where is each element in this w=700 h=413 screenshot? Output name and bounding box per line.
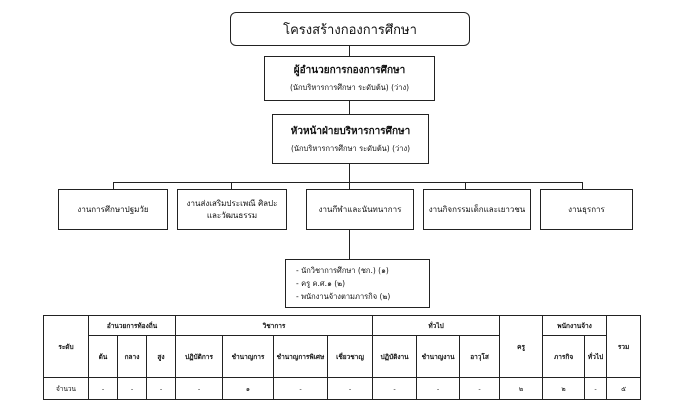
table-cell: -: [175, 377, 223, 400]
director-group-header: อำนวยการท้องถิ่น: [88, 315, 176, 336]
connector-line: [582, 182, 583, 189]
table-cell: -: [459, 377, 501, 400]
table-cell: -: [326, 377, 374, 400]
staff-box: - นักวิชาการศึกษา (ชก.) (๑) - ครู ค.ศ.๑ …: [285, 259, 430, 308]
staff-item: - ครู ค.ศ.๑ (๒): [296, 279, 346, 288]
column-header: ภารกิจ: [542, 335, 586, 378]
table-cell: -: [416, 377, 461, 400]
employee-group-header: พนักงานจ้าง: [542, 315, 608, 336]
staffing-table: ระดับ อำนวยการท้องถิ่น วิชาการ ทั่วไป คร…: [43, 315, 642, 400]
connector-line: [349, 164, 350, 182]
unit-label: งานกิจกรรมเด็กและเยาวชน: [428, 204, 526, 214]
column-header: สูง: [146, 335, 176, 378]
table-cell: -: [88, 377, 118, 400]
connector-line: [349, 46, 350, 56]
unit-box: งานธุรการ: [540, 189, 633, 230]
table-cell: ๕: [606, 377, 642, 400]
column-header: ปฏิบัติการ: [175, 335, 223, 378]
table-cell: -: [273, 377, 328, 400]
column-header: อาวุโส: [459, 335, 501, 378]
level-header: ระดับ: [43, 315, 89, 378]
table-cell: ๑: [222, 377, 274, 400]
column-header: ชำนาญการ: [222, 335, 274, 378]
unit-box: งานการศึกษาปฐมวัย: [58, 189, 168, 230]
table-cell: ๒: [499, 377, 544, 400]
connector-line: [349, 101, 350, 114]
unit-label: งานกีฬาและนันทนาการ: [318, 204, 402, 214]
table-cell: -: [117, 377, 147, 400]
row-label: จำนวน: [43, 377, 89, 400]
connector-line: [113, 182, 114, 189]
director-box: ผู้อำนวยการกองการศึกษา (นักบริหารการศึกษ…: [264, 56, 435, 101]
unit-label: งานการศึกษาปฐมวัย: [77, 204, 149, 214]
table-cell: -: [372, 377, 418, 400]
connector-line: [231, 182, 232, 189]
teacher-header: ครู: [499, 315, 544, 378]
table-cell: -: [146, 377, 176, 400]
unit-box: งานส่งเสริมประเพณี ศิลปะและวัฒนธรรม: [177, 189, 287, 230]
academic-group-header: วิชาการ: [174, 315, 374, 336]
director-title: ผู้อำนวยการกองการศึกษา: [293, 65, 406, 76]
connector-line: [465, 182, 466, 189]
column-header: เชี่ยวชาญ: [326, 335, 374, 378]
head-box: หัวหน้าฝ่ายบริหารการศึกษา (นักบริหารการศ…: [272, 114, 429, 164]
column-header: ชำนาญงาน: [416, 335, 461, 378]
column-header: กลาง: [117, 335, 147, 378]
staff-item: - นักวิชาการศึกษา (ชก.) (๑): [296, 266, 389, 275]
column-header: ต้น: [88, 335, 118, 378]
table-row: จำนวน - - - - ๑ - - - - - ๒ ๒ - ๕: [43, 377, 642, 400]
unit-box: งานกิจกรรมเด็กและเยาวชน: [423, 189, 531, 230]
column-header: ทั่วไป: [584, 335, 608, 378]
table-cell: -: [584, 377, 608, 400]
column-header: ชำนาญการพิเศษ: [273, 335, 328, 378]
table-cell: ๒: [542, 377, 586, 400]
connector-line: [113, 182, 582, 183]
unit-box: งานกีฬาและนันทนาการ: [306, 189, 414, 230]
director-subtitle: (นักบริหารการศึกษา ระดับต้น) (ว่าง): [289, 83, 410, 92]
total-header: รวม: [606, 315, 642, 378]
head-title: หัวหน้าฝ่ายบริหารการศึกษา: [290, 125, 411, 137]
unit-label: งานธุรการ: [568, 204, 605, 214]
general-group-header: ทั่วไป: [372, 315, 501, 336]
column-header: ปฏิบัติงาน: [372, 335, 418, 378]
title-text: โครงสร้างกองการศึกษา: [283, 22, 417, 38]
unit-label: งานส่งเสริมประเพณี ศิลปะและวัฒนธรรม: [186, 198, 278, 220]
org-chart-title: โครงสร้างกองการศึกษา: [230, 12, 470, 46]
staff-item: - พนักงานจ้างตามภารกิจ (๒): [296, 292, 391, 301]
head-subtitle: (นักบริหารการศึกษา ระดับต้น) (ว่าง): [290, 143, 411, 153]
